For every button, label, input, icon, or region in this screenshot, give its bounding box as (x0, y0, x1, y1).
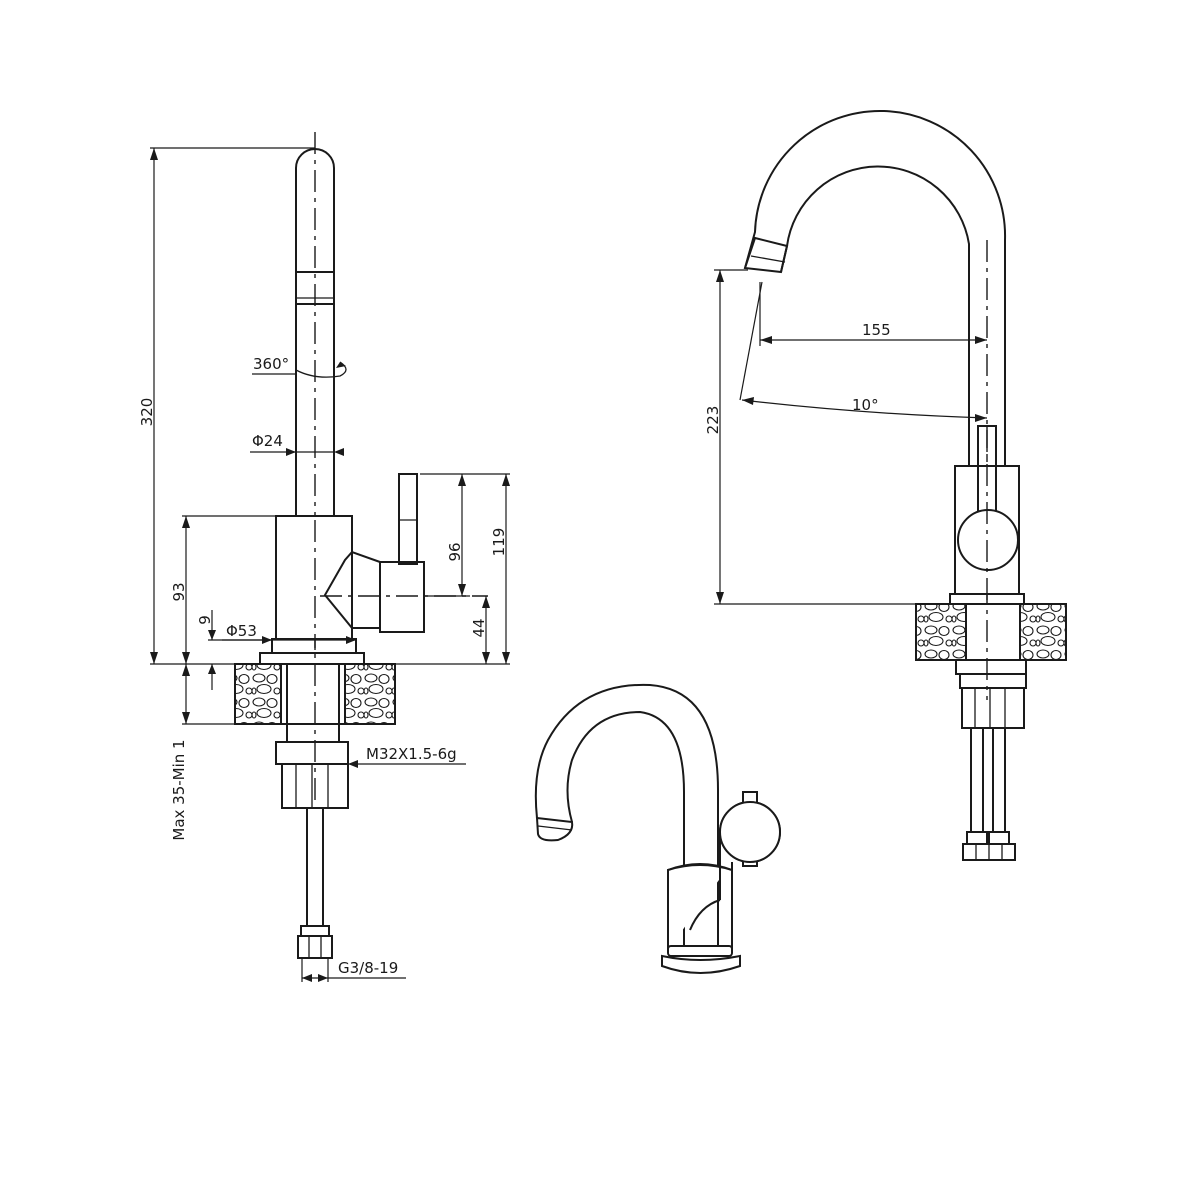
dim-223: 223 (704, 406, 722, 435)
front-aerator (743, 236, 789, 274)
lever-cap (379, 561, 425, 633)
front-hose-right (992, 727, 1006, 833)
dim-thread: M32X1.5-6g (366, 745, 457, 763)
front-lever-hub (957, 509, 1019, 571)
dim-93: 93 (170, 582, 188, 601)
dim-44: 44 (470, 618, 488, 637)
hose-nut (300, 925, 330, 937)
perspective-view (534, 683, 781, 974)
dim-360: 360° (253, 355, 289, 373)
dim-96: 96 (446, 542, 464, 561)
persp-body (667, 862, 733, 950)
dim-phi53: Φ53 (226, 622, 257, 640)
hose (306, 807, 324, 927)
front-hose-left (970, 727, 984, 833)
persp-spout (534, 683, 719, 950)
front-mounting-nut (959, 673, 1027, 689)
dim-119: 119 (490, 528, 508, 557)
gooseneck-spout (744, 109, 1007, 466)
dim-9: 9 (196, 615, 214, 625)
lever-handle (398, 473, 418, 565)
mounting-nut (275, 741, 349, 765)
dim-phi24: Φ24 (252, 432, 283, 450)
dim-countertop: Max 35-Min 1 (170, 739, 188, 840)
shank (286, 663, 340, 743)
front-view: 155 10° 223 (704, 109, 1067, 861)
base-plate (271, 638, 357, 654)
body (275, 515, 353, 640)
dim-155: 155 (862, 321, 891, 339)
dim-g38: G3/8-19 (338, 959, 398, 977)
dim-10deg: 10° (852, 396, 879, 414)
persp-aerator (535, 816, 574, 842)
dim-320: 320 (138, 398, 156, 427)
side-view: 320 360° Φ24 96 119 44 93 (138, 132, 510, 982)
